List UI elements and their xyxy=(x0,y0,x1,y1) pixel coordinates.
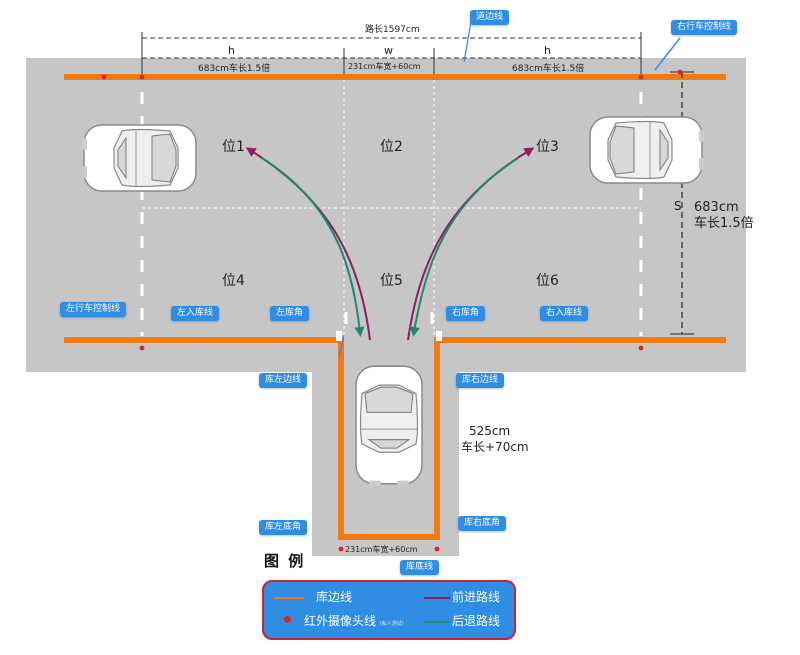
car-left xyxy=(81,124,197,192)
legend-box: 库边线 前进路线 红外摄像头线 (私人测试) 后退路线 xyxy=(262,580,516,640)
tag-right-control: 右行车控制线 xyxy=(671,20,738,35)
tag-road-edge: 道边线 xyxy=(470,10,510,25)
tag-right-entry: 右入库线 xyxy=(540,306,589,321)
position-1: 位1 xyxy=(222,139,245,155)
garage-depth-value: 525cm xyxy=(469,424,511,438)
garage-border xyxy=(338,337,440,540)
garage-bottom-width: 231cm车宽+60cm xyxy=(345,545,418,554)
position-4: 位4 xyxy=(222,273,245,289)
car-garage xyxy=(355,365,423,487)
legend-ir-line: 红外摄像头线 (私人测试) xyxy=(304,612,404,629)
w-label: w xyxy=(384,44,393,57)
h-right-label: h xyxy=(544,44,551,57)
road-length-label: 路长1597cm xyxy=(365,25,420,35)
grid-lines xyxy=(142,80,641,336)
legend-forward-swatch xyxy=(424,597,450,599)
tag-left-entry: 左入库线 xyxy=(171,306,220,321)
left-segment-label: 683cm车长1.5倍 xyxy=(198,64,271,74)
legend-reverse-route: 后退路线 xyxy=(452,614,501,628)
position-3: 位3 xyxy=(536,139,559,155)
garage-depth-desc: 车长+70cm xyxy=(461,440,529,454)
tag-garage-left: 库左边线 xyxy=(259,373,308,388)
right-control-pointer xyxy=(654,37,681,71)
tag-garage-right-bottom: 库右底角 xyxy=(458,516,507,531)
h-left-label: h xyxy=(228,44,235,57)
road-depth-label: 683cm 车长1.5倍 xyxy=(694,200,754,232)
right-segment-label: 683cm车长1.5倍 xyxy=(512,64,585,74)
garage-depth-label: 525cm 车长+70cm xyxy=(461,423,529,455)
car-right xyxy=(589,116,705,184)
legend-reverse-swatch xyxy=(424,621,450,623)
tag-left-corner: 左库角 xyxy=(270,306,310,321)
position-6: 位6 xyxy=(536,273,559,289)
road-depth-desc: 车长1.5倍 xyxy=(694,216,754,231)
mid-segment-label: 231cm车宽+60cm xyxy=(348,62,421,71)
position-5: 位5 xyxy=(380,273,403,289)
tag-garage-bottom: 库底线 xyxy=(400,560,440,575)
legend-forward-route: 前进路线 xyxy=(452,590,501,604)
tag-garage-left-bottom: 库左底角 xyxy=(259,520,308,535)
road-depth-value: 683cm xyxy=(694,200,739,215)
route-paths xyxy=(245,147,535,341)
ir-sensor-dots xyxy=(101,69,683,552)
legend-title: 图 例 xyxy=(264,552,306,570)
legend-ir-note: (私人测试) xyxy=(379,621,404,627)
legend-ir-label: 红外摄像头线 xyxy=(304,614,377,628)
road-surface xyxy=(26,58,746,372)
tag-right-corner: 右库角 xyxy=(446,306,486,321)
tag-left-control: 左行车控制线 xyxy=(60,302,127,317)
legend-garage-line-swatch xyxy=(274,597,304,599)
tag-garage-right: 库右边线 xyxy=(456,373,505,388)
legend-garage-line: 库边线 xyxy=(316,590,353,604)
legend-ir-dot xyxy=(284,616,291,623)
position-2: 位2 xyxy=(380,139,403,155)
lane-dashes xyxy=(140,92,643,336)
s-label: S xyxy=(674,199,682,213)
